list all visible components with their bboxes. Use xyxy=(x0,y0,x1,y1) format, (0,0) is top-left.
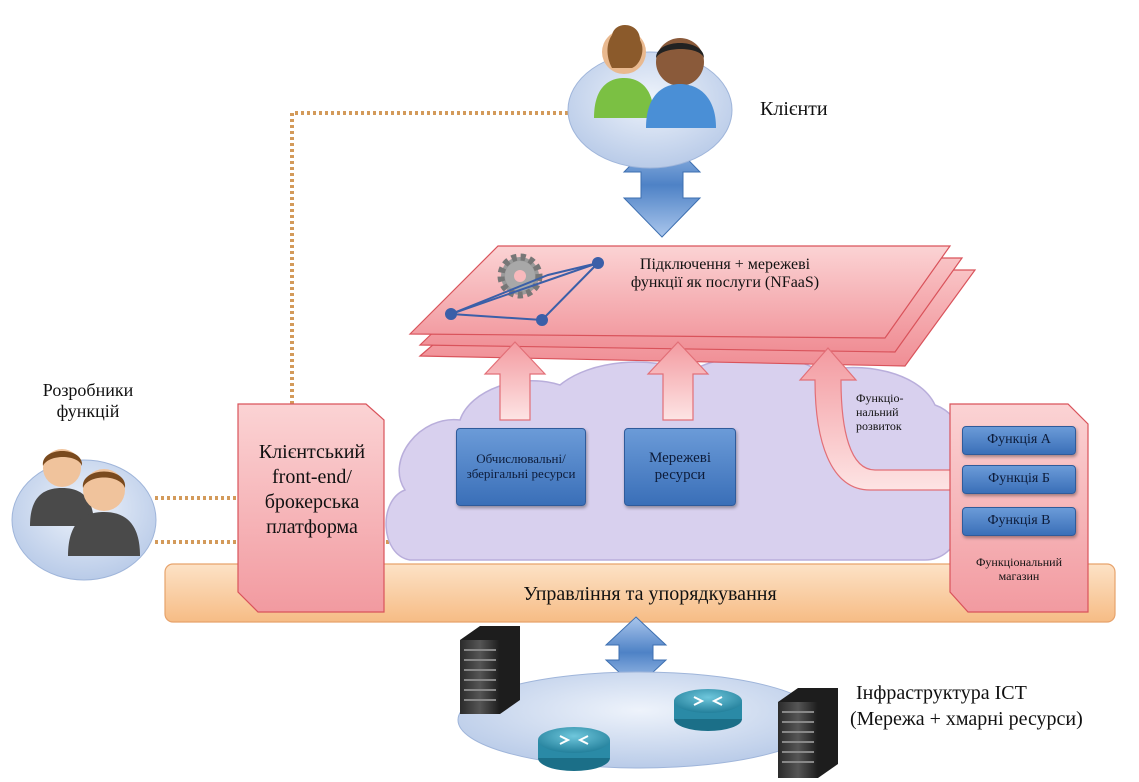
orchestration-label: Управління та упорядкування xyxy=(523,583,777,605)
front-end-platform-label: Клієнтський front-end/ брокерська платфо… xyxy=(258,441,366,538)
function-a-button: Функція А xyxy=(962,426,1076,455)
people-icon xyxy=(594,24,716,128)
function-b-button: Функція Б xyxy=(962,465,1076,494)
nfaas-title: Підключення + мережеві функції як послуг… xyxy=(630,256,820,292)
people-icon xyxy=(30,449,140,556)
server-icon xyxy=(778,688,838,778)
developers-group xyxy=(11,449,157,581)
infrastructure-label-line2: (Мережа + хмарні ресурси) xyxy=(850,708,1083,730)
resource-up-arrows xyxy=(483,341,710,421)
router-icon xyxy=(674,689,742,731)
router-icon xyxy=(538,727,610,771)
functional-development-arrow xyxy=(798,347,957,491)
server-icon xyxy=(460,626,520,714)
front-end-panel xyxy=(237,403,385,613)
clients-label: Клієнти xyxy=(760,98,828,120)
function-store-label: Функціональний магазин xyxy=(975,555,1063,583)
network-graph-icon xyxy=(445,257,604,326)
infrastructure-label-line1: Інфраструктура ІСТ xyxy=(856,682,1027,704)
compute-storage-resources-box: Обчислювальні/ зберігальні ресурси xyxy=(456,428,586,506)
network-resources-box: Мережеві ресурси xyxy=(624,428,736,506)
functional-development-label: Функціо-нальний розвиток xyxy=(856,391,904,433)
clients-group xyxy=(567,24,733,169)
developers-label: Розробники функцій xyxy=(42,380,134,421)
function-c-button: Функція В xyxy=(962,507,1076,536)
